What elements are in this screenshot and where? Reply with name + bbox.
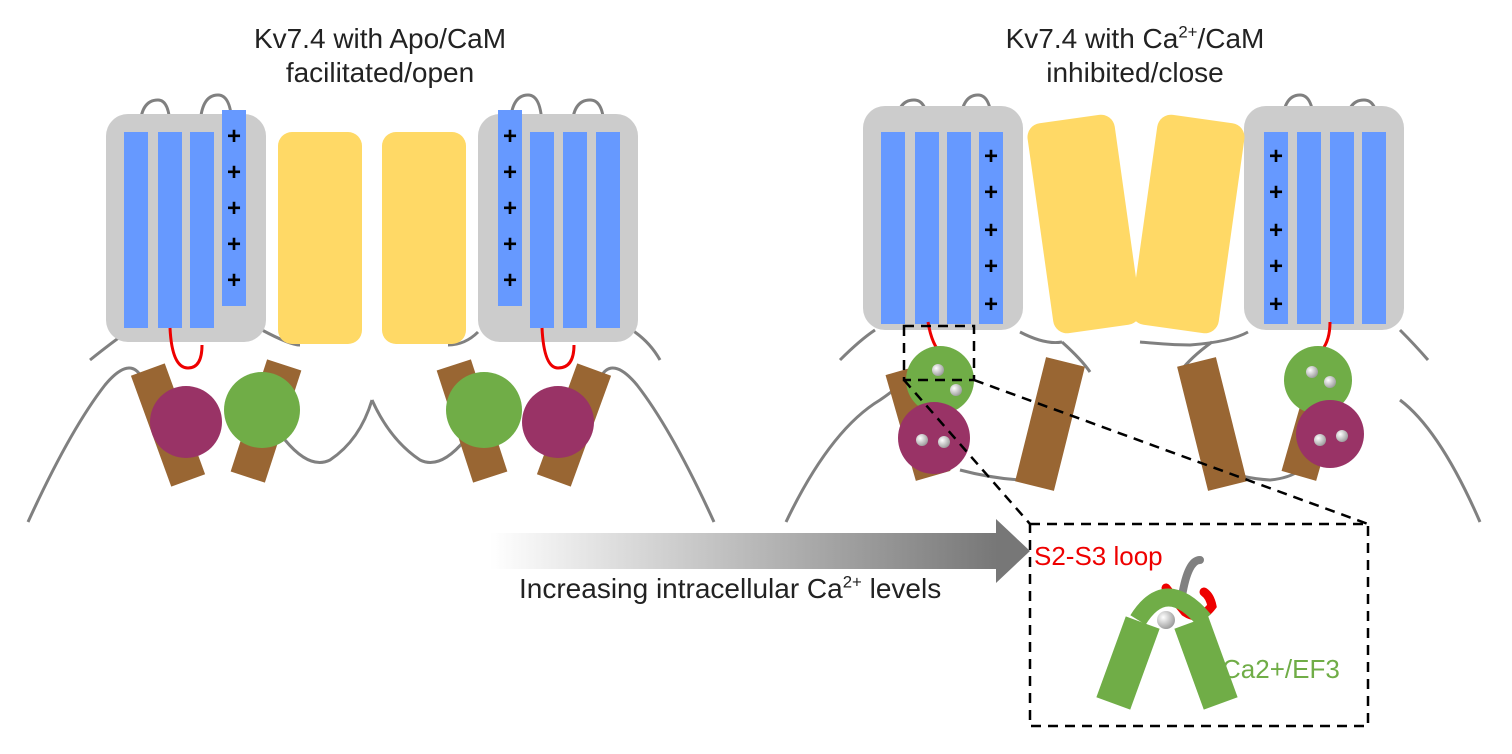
charge-plus-11: + <box>984 179 998 206</box>
charge-plus-7: + <box>503 195 517 222</box>
charge-plus-6: + <box>503 159 517 186</box>
right-voltage-sensor-charges: + + + + + + + + + + <box>984 143 1283 318</box>
zoom-source-box <box>902 324 976 382</box>
right-title-suffix: /CaM <box>1197 23 1265 54</box>
charge-plus-15: + <box>1269 143 1283 170</box>
charge-plus-9: + <box>503 267 517 294</box>
left-panel-title: Kv7.4 with Apo/CaM facilitated/open <box>170 22 590 90</box>
charge-plus-0: + <box>227 123 241 150</box>
charge-plus-4: + <box>227 267 241 294</box>
right-pore-domain-b <box>1131 114 1245 334</box>
calcium-ions <box>916 364 1348 448</box>
charge-plus-5: + <box>503 123 517 150</box>
right-pore-domain-a <box>1027 114 1141 334</box>
right-panel-ca-cam: + + + + + + + + + + <box>784 93 1482 523</box>
right-title-line1: Kv7.4 with Ca2+/CaM <box>925 22 1345 56</box>
left-helices-blue <box>124 110 620 328</box>
arrow-caption-prefix: Increasing intracellular Ca <box>519 573 843 604</box>
charge-plus-18: + <box>1269 253 1283 280</box>
right-title-sup: 2+ <box>1178 22 1198 42</box>
inset-ef3-illustration <box>1096 556 1238 710</box>
left-title-line1: Kv7.4 with Apo/CaM <box>253 23 507 54</box>
left-voltage-sensor-charges: + + + + + + + + + + <box>227 123 517 294</box>
s2-s3-loop-label: S2-S3 loop <box>1034 541 1163 571</box>
charge-plus-19: + <box>1269 291 1283 318</box>
charge-plus-13: + <box>984 253 998 280</box>
charge-plus-10: + <box>984 143 998 170</box>
zoom-callout <box>902 324 1370 728</box>
right-title-line2: inhibited/close <box>1046 57 1224 88</box>
left-pore-domain-a <box>278 132 362 344</box>
left-cam-lobes <box>150 372 594 458</box>
charge-plus-2: + <box>227 195 241 222</box>
charge-plus-17: + <box>1269 217 1283 244</box>
right-title-prefix: Kv7.4 with Ca <box>1005 23 1179 54</box>
right-helices-blue <box>881 132 1386 324</box>
charge-plus-14: + <box>984 291 998 318</box>
arrow-caption-suffix: levels <box>861 573 942 604</box>
charge-plus-3: + <box>227 231 241 258</box>
left-pore-domain-b <box>382 132 466 344</box>
left-title-line2: facilitated/open <box>285 57 475 88</box>
arrow-caption-sup: 2+ <box>842 572 862 592</box>
charge-plus-1: + <box>227 159 241 186</box>
left-s2-s3-loops <box>168 327 576 370</box>
arrow-caption: Increasing intracellular Ca2+ levels <box>519 572 941 606</box>
left-panel-apo-cam: + + + + + + + + + + <box>26 93 716 523</box>
right-panel-title: Kv7.4 with Ca2+/CaM inhibited/close <box>925 22 1345 90</box>
charge-plus-16: + <box>1269 179 1283 206</box>
calcium-gradient-arrow <box>490 519 1030 583</box>
charge-plus-8: + <box>503 231 517 258</box>
charge-plus-12: + <box>984 217 998 244</box>
zoom-inset-box <box>1028 522 1370 728</box>
ca-ef3-label: Ca2+/EF3 <box>1222 654 1340 684</box>
